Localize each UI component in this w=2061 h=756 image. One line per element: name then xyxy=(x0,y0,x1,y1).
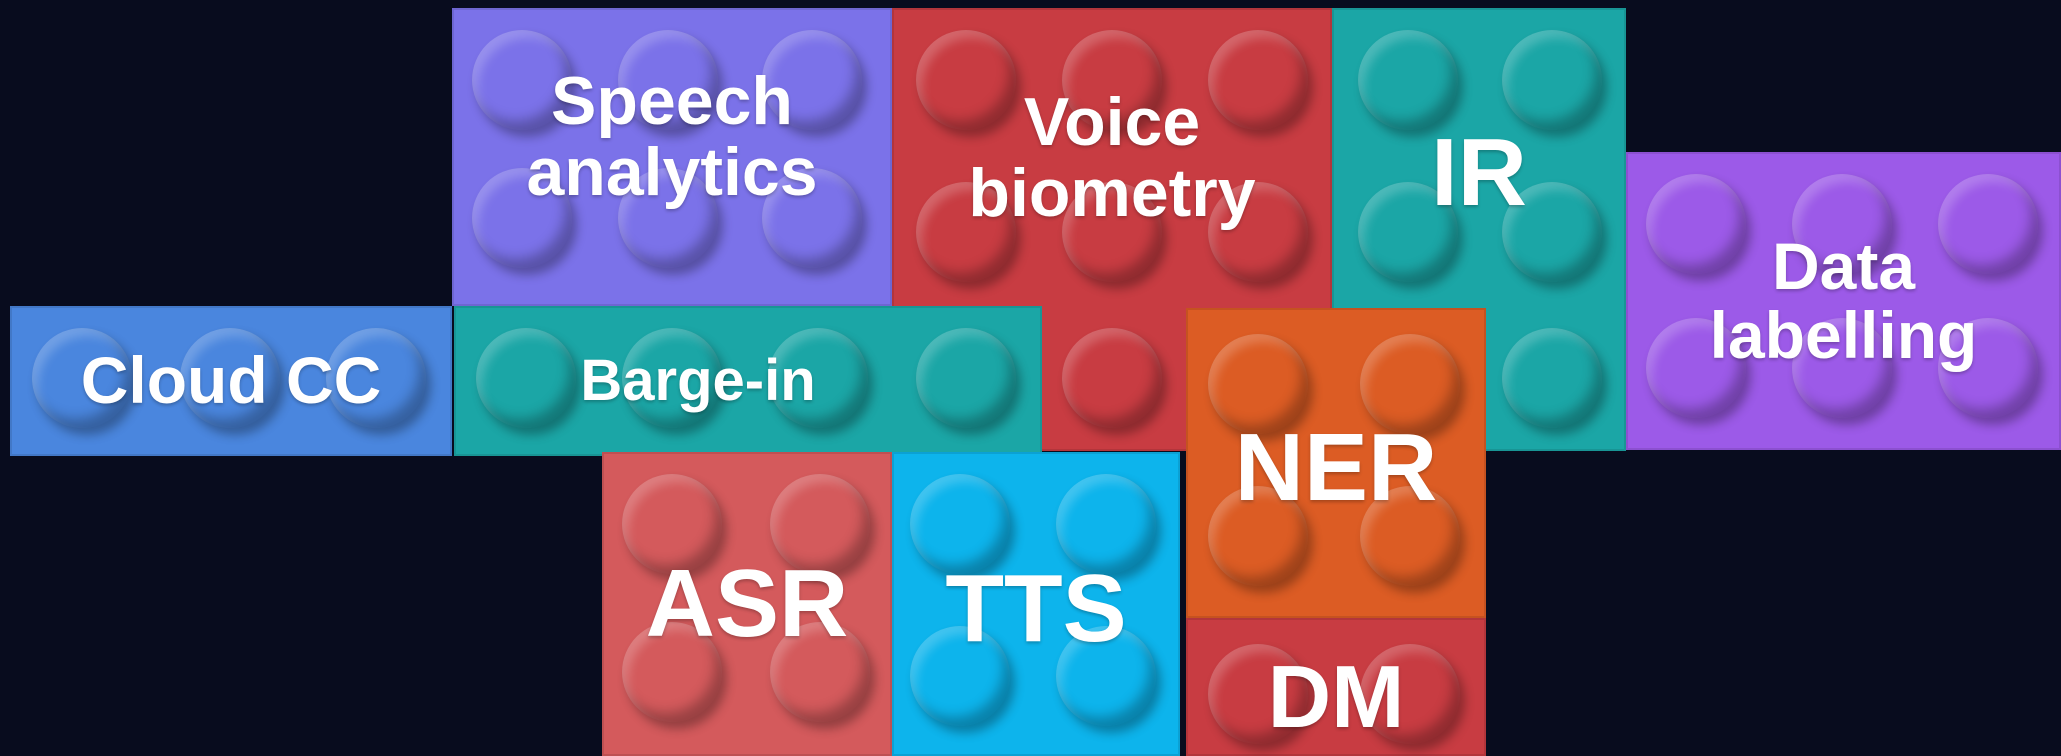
stud xyxy=(472,30,572,130)
stud xyxy=(1360,334,1460,434)
stud xyxy=(1938,174,2038,274)
stud xyxy=(1938,318,2038,418)
asr-block: ASR xyxy=(602,452,892,756)
data-labelling-label: Data labelling xyxy=(1709,228,1978,372)
stud xyxy=(1502,328,1602,428)
stud xyxy=(768,328,868,428)
stud xyxy=(1208,334,1308,434)
stud xyxy=(916,30,1016,130)
stud xyxy=(618,168,718,268)
stud xyxy=(1792,318,1892,418)
stud xyxy=(1646,318,1746,418)
stud xyxy=(762,168,862,268)
stud xyxy=(916,182,1016,282)
stud xyxy=(1208,30,1308,130)
speech-analytics-label: Speech analytics xyxy=(526,62,818,210)
stud xyxy=(1208,182,1308,282)
speech-analytics-block: Speech analytics xyxy=(452,8,892,306)
stud xyxy=(1208,644,1308,744)
barge-in-label: Barge-in xyxy=(580,347,816,413)
stud xyxy=(910,474,1010,574)
stud xyxy=(1056,626,1156,726)
voice-biometry-block: Voice biometry xyxy=(892,8,1332,451)
stud xyxy=(1056,474,1156,574)
stud xyxy=(1646,174,1746,274)
barge-in-block: Barge-in xyxy=(454,306,1042,456)
stud xyxy=(762,30,862,130)
voice-biometry-label: Voice biometry xyxy=(968,83,1256,231)
stud xyxy=(770,474,870,574)
tts-label: TTS xyxy=(945,554,1127,662)
ner-label: NER xyxy=(1234,413,1438,521)
stud xyxy=(916,328,1016,428)
tts-block: TTS xyxy=(892,452,1180,756)
stud xyxy=(326,328,426,428)
stud xyxy=(622,622,722,722)
stud xyxy=(476,328,576,428)
stud xyxy=(622,328,722,428)
stud xyxy=(1502,182,1602,282)
data-labelling-block: Data labelling xyxy=(1626,152,2061,450)
stud xyxy=(1360,644,1460,744)
stud xyxy=(1502,30,1602,130)
stud xyxy=(1358,182,1458,282)
stud xyxy=(1062,30,1162,130)
dm-block: DM xyxy=(1186,618,1486,756)
asr-label: ASR xyxy=(645,549,849,657)
ir-label: IR xyxy=(1431,118,1527,226)
stud xyxy=(472,168,572,268)
stud xyxy=(180,328,280,428)
stud xyxy=(1062,328,1162,428)
stud xyxy=(1360,486,1460,586)
stud xyxy=(1062,182,1162,282)
stud xyxy=(1792,174,1892,274)
stud xyxy=(770,622,870,722)
ir-block: IR xyxy=(1332,8,1626,451)
dm-label: DM xyxy=(1267,646,1405,746)
stud xyxy=(618,30,718,130)
stud xyxy=(910,626,1010,726)
stud xyxy=(622,474,722,574)
cloud-cc-block: Cloud CC xyxy=(10,306,452,456)
stud xyxy=(32,328,132,428)
cloud-cc-label: Cloud CC xyxy=(80,343,382,418)
stud xyxy=(1358,30,1458,130)
stud xyxy=(1208,486,1308,586)
ner-block: NER xyxy=(1186,308,1486,618)
